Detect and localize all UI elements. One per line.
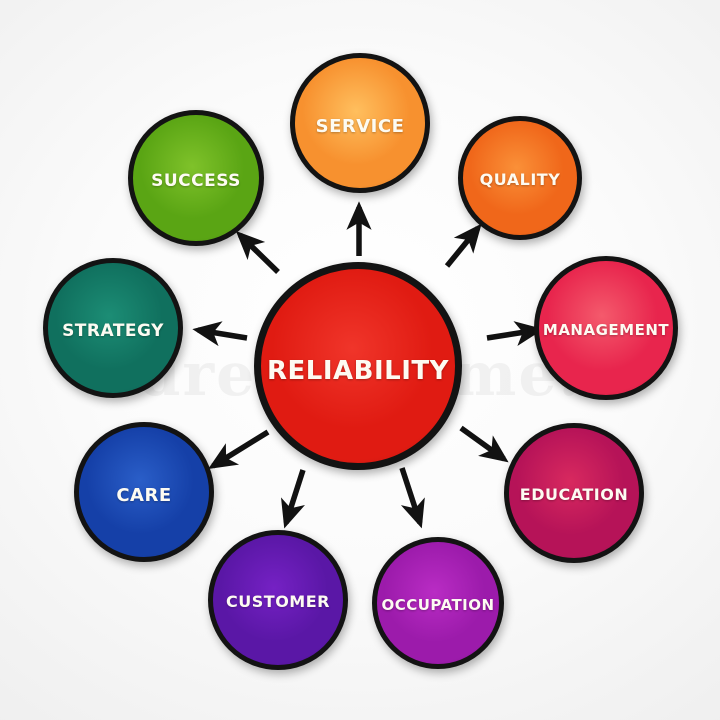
node-label: occupation bbox=[381, 590, 495, 615]
arrow-to-quality bbox=[444, 223, 482, 268]
arrow-to-strategy bbox=[192, 321, 248, 347]
arrow-to-care bbox=[208, 429, 270, 470]
node-label: management bbox=[542, 315, 670, 340]
branch-node-service[interactable]: service bbox=[290, 53, 430, 193]
node-label: care bbox=[116, 477, 172, 507]
arrow-to-education bbox=[459, 425, 509, 463]
arrow-to-customer bbox=[281, 469, 306, 529]
node-label: strategy bbox=[62, 314, 164, 342]
connector-arrows bbox=[192, 201, 544, 529]
node-label: customer bbox=[226, 586, 330, 613]
node-label: service bbox=[315, 108, 405, 138]
branch-node-quality[interactable]: quality bbox=[458, 116, 582, 240]
branch-node-care[interactable]: care bbox=[74, 422, 214, 562]
branch-node-customer[interactable]: customer bbox=[208, 530, 348, 670]
arrow-to-management bbox=[486, 321, 544, 346]
center-node-reliability[interactable]: Reliability bbox=[254, 262, 462, 470]
node-label: Reliability bbox=[267, 344, 449, 388]
arrow-to-success bbox=[235, 231, 280, 274]
node-label: success bbox=[151, 164, 241, 192]
branch-node-success[interactable]: success bbox=[128, 110, 264, 246]
node-label: education bbox=[519, 479, 629, 506]
arrow-to-occupation bbox=[399, 467, 425, 529]
branch-node-education[interactable]: education bbox=[504, 423, 644, 563]
branch-node-occupation[interactable]: occupation bbox=[372, 537, 504, 669]
branch-node-strategy[interactable]: strategy bbox=[43, 258, 183, 398]
branch-node-management[interactable]: management bbox=[534, 256, 678, 400]
node-label: quality bbox=[479, 164, 561, 191]
